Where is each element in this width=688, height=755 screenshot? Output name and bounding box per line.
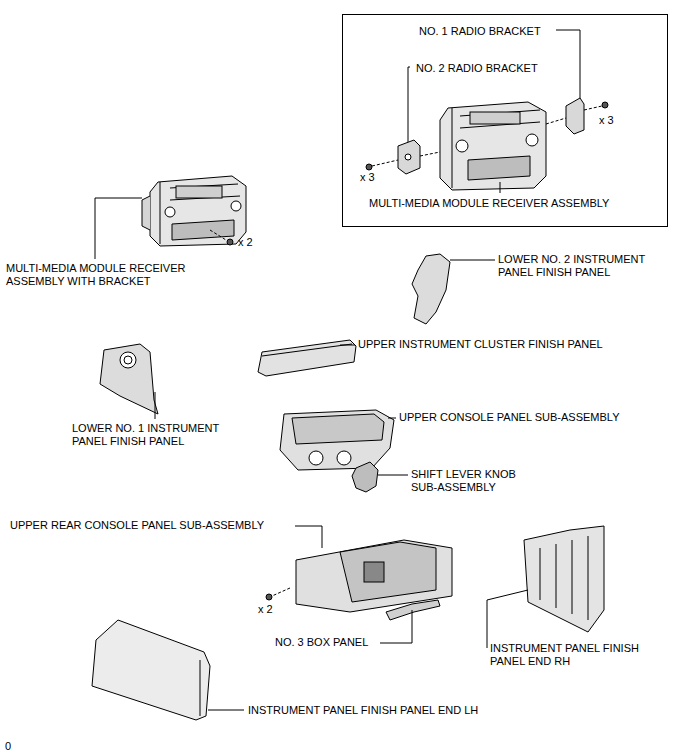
quantity-callout: x 3 bbox=[599, 114, 639, 127]
lower-no2-panel bbox=[412, 254, 450, 324]
receiver-assembly bbox=[440, 102, 546, 190]
part-name: SHIFT LEVER KNOB SUB-ASSEMBLY bbox=[411, 468, 543, 494]
quantity-callout: x 2 bbox=[238, 236, 278, 249]
quantity-callout: x 2 bbox=[258, 603, 298, 616]
part-name: NO. 3 BOX PANEL bbox=[275, 636, 405, 649]
quantity-callout: x 3 bbox=[360, 171, 400, 184]
part-name: LOWER NO. 2 INSTRUMENT PANEL FINISH PANE… bbox=[498, 253, 680, 279]
part-name: INSTRUMENT PANEL FINISH PANEL END RH bbox=[490, 642, 676, 668]
end-panel-rh bbox=[524, 526, 604, 632]
upper-console-panel bbox=[280, 410, 394, 470]
part-name: UPPER REAR CONSOLE PANEL SUB-ASSEMBLY bbox=[10, 519, 310, 532]
figure-number: 0 bbox=[5, 740, 35, 753]
upper-rear-console bbox=[266, 540, 452, 612]
part-name: LOWER NO. 1 INSTRUMENT PANEL FINISH PANE… bbox=[72, 422, 250, 448]
part-name: INSTRUMENT PANEL FINISH PANEL END LH bbox=[248, 704, 548, 717]
end-panel-lh bbox=[92, 620, 210, 720]
radio-bracket bbox=[366, 98, 608, 174]
receiver-with-bracket bbox=[142, 176, 246, 246]
inset-frame: NO. 1 RADIO BRACKET NO. 2 RADIO BRACKET x … bbox=[342, 14, 668, 227]
part-name: NO. 2 RADIO BRACKET bbox=[416, 62, 616, 75]
part-name: UPPER INSTRUMENT CLUSTER FINISH PANEL bbox=[358, 338, 658, 351]
leader-lines bbox=[95, 30, 580, 710]
cluster-finish-panel bbox=[258, 340, 356, 376]
part-name: MULTI-MEDIA MODULE RECEIVER ASSEMBLY WIT… bbox=[6, 262, 211, 288]
part-name: MULTI-MEDIA MODULE RECEIVER ASSEMBLY bbox=[369, 197, 664, 210]
box-panel bbox=[386, 600, 440, 620]
part-name: NO. 1 RADIO BRACKET bbox=[419, 25, 619, 38]
shift-knob bbox=[352, 462, 378, 492]
part-name: UPPER CONSOLE PANEL SUB-ASSEMBLY bbox=[399, 411, 669, 424]
lower-no1-panel bbox=[100, 344, 158, 414]
